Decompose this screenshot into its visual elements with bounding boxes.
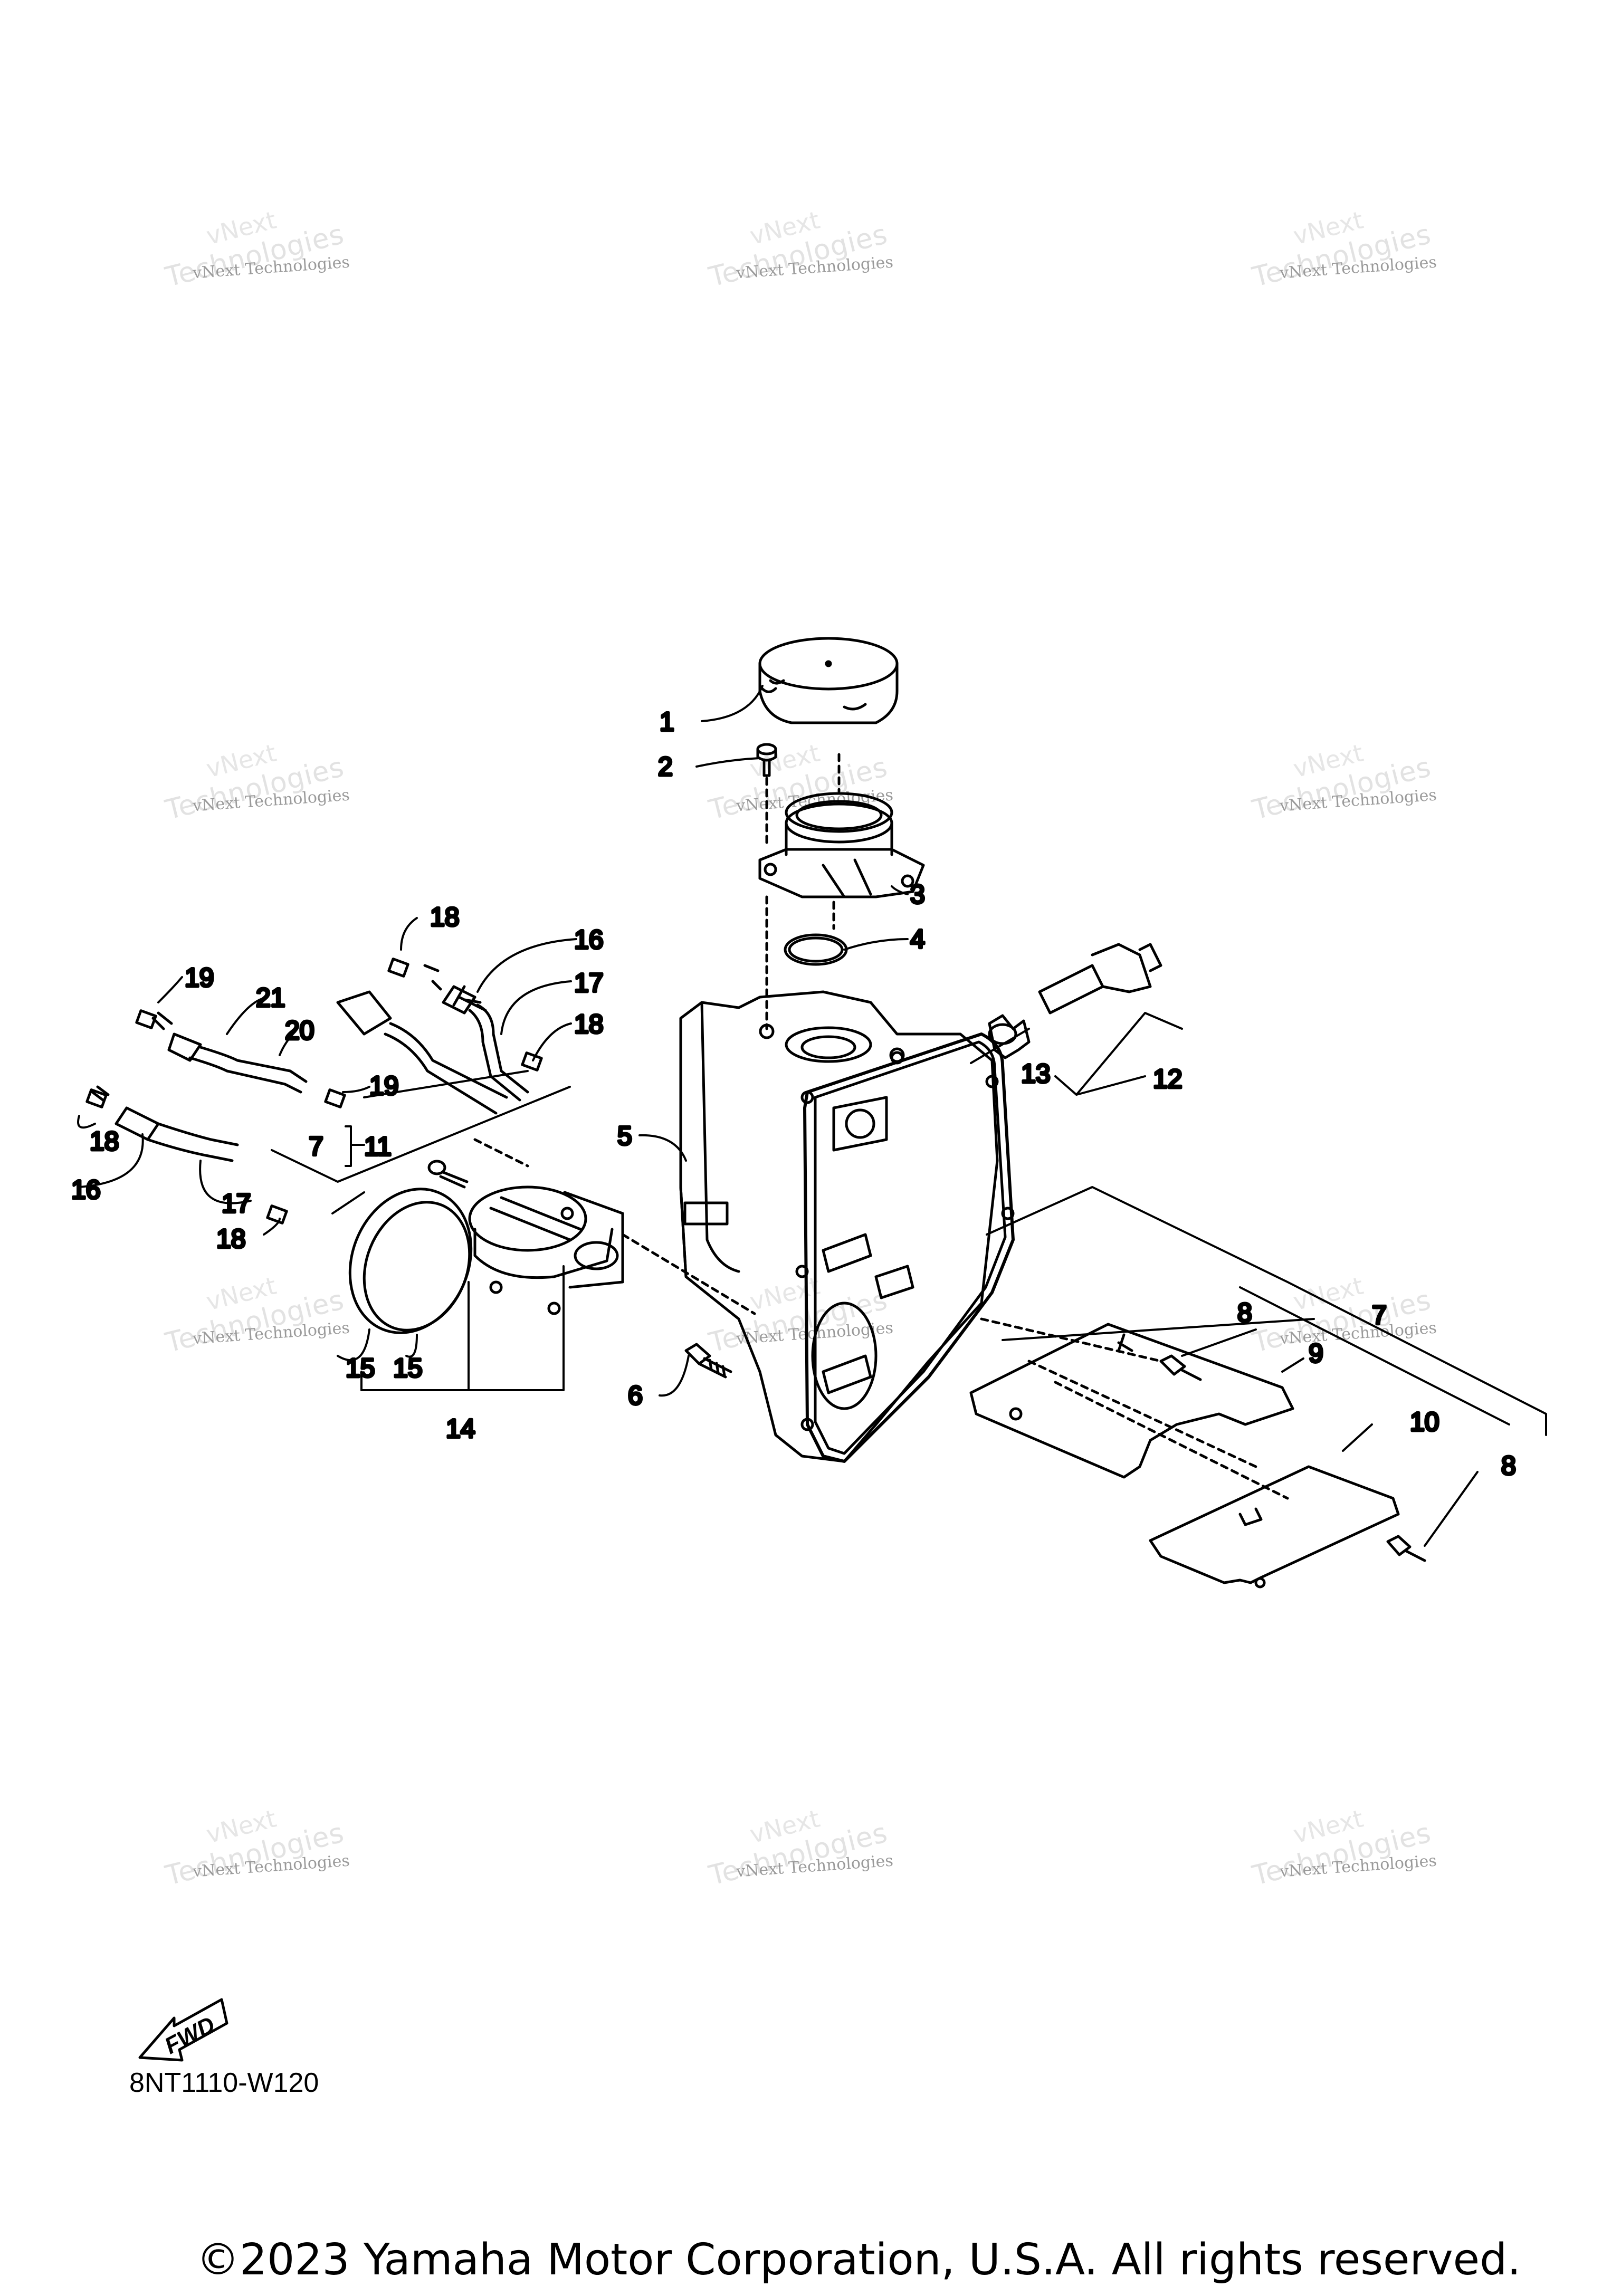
- callout-16-upper: 16: [574, 925, 604, 954]
- callout-18-bottom: 18: [216, 1224, 246, 1254]
- assembly-line: [473, 1138, 756, 1315]
- callout-15-a: 15: [346, 1353, 375, 1383]
- callout-18-top: 18: [430, 902, 460, 932]
- guard-plate-lower: [1149, 1465, 1400, 1589]
- o-ring: [784, 933, 848, 966]
- plate-screws: [1159, 1354, 1426, 1562]
- fuel-tank: [679, 990, 1015, 1463]
- connector-wiring: [336, 990, 508, 1115]
- leader-lines: [77, 685, 1547, 1547]
- callout-9: 9: [1309, 1338, 1323, 1368]
- callout-12: 12: [1153, 1064, 1183, 1094]
- callout-1: 1: [660, 707, 674, 736]
- assembly-line: [765, 753, 841, 1030]
- callout-17-lower: 17: [222, 1189, 251, 1218]
- callout-13: 13: [1021, 1059, 1051, 1088]
- fwd-label: FWD: [160, 2012, 219, 2059]
- hose-assembly-lower: [91, 1085, 239, 1162]
- callout-19-mid: 19: [369, 1071, 399, 1101]
- fuel-cap: [758, 637, 899, 724]
- fwd-arrow-icon: [138, 1998, 228, 2062]
- callout-7-left: 7: [309, 1132, 323, 1161]
- callout-14: 14: [446, 1414, 475, 1443]
- hose-assembly-upper: [423, 964, 529, 1102]
- callout-7-right: 7: [1372, 1300, 1387, 1330]
- hose-clips: [85, 958, 543, 1224]
- callout-8-upper: 8: [1237, 1298, 1252, 1327]
- callout-17-upper: 17: [574, 968, 604, 998]
- fuel-sender: [988, 943, 1162, 1059]
- guard-plate-upper: [969, 1323, 1294, 1479]
- callout-19-top: 19: [185, 963, 214, 992]
- callout-5: 5: [617, 1121, 632, 1151]
- callout-10: 10: [1410, 1407, 1439, 1437]
- callout-15-b: 15: [393, 1353, 423, 1383]
- callout-3: 3: [910, 879, 925, 909]
- assembly-line: [980, 1317, 1289, 1500]
- callout-2: 2: [658, 752, 673, 781]
- screw: [756, 743, 777, 777]
- callout-11: 11: [364, 1132, 392, 1161]
- callout-18-right: 18: [574, 1009, 604, 1039]
- callout-4: 4: [910, 924, 925, 954]
- callout-6: 6: [628, 1381, 643, 1410]
- pump-bolt: [427, 1160, 469, 1189]
- copyright-notice: ©2023 Yamaha Motor Corporation, U.S.A. A…: [196, 2235, 1521, 2285]
- callout-8-lower: 8: [1501, 1451, 1516, 1480]
- seal-rings: [348, 1188, 473, 1334]
- callout-18-left: 18: [90, 1126, 119, 1156]
- callout-20: 20: [285, 1016, 314, 1045]
- callout-21: 21: [256, 983, 285, 1012]
- hose-assembly-middle: [151, 1011, 308, 1094]
- diagram-code: 8NT1110-W120: [129, 2068, 319, 2098]
- callout-16-lower: 16: [71, 1175, 101, 1204]
- filler-neck: [758, 792, 925, 898]
- fuel-pump: [468, 1185, 624, 1315]
- bolt: [684, 1343, 732, 1379]
